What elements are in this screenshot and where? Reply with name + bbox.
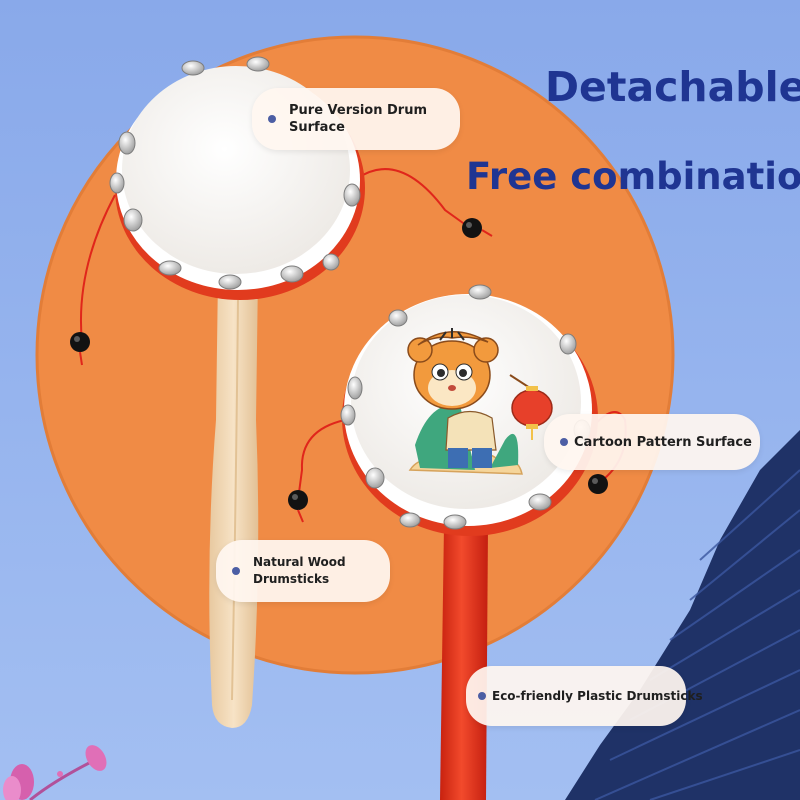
callout-plastic-drumsticks: Eco-friendly Plastic Drumsticks — [466, 666, 703, 726]
callout-dot — [478, 692, 486, 700]
rattle-bead — [288, 490, 308, 510]
callout-label: Pure Version Drum Surface — [289, 103, 428, 135]
callout-dot — [268, 115, 276, 123]
headline-detachable: Detachable — [545, 63, 800, 111]
orange-disc-shade — [35, 35, 675, 675]
callout-cartoon-surface: Cartoon Pattern Surface — [544, 414, 760, 470]
folding-fan — [565, 430, 800, 800]
callout-dot — [560, 438, 568, 446]
callout-wood-drumsticks: Natural Wood Drumsticks — [216, 540, 390, 602]
callout-label: Natural Wood Drumsticks — [253, 555, 346, 586]
flower-decoration — [3, 745, 107, 800]
rattle-bead — [588, 474, 608, 494]
callout-label: Cartoon Pattern Surface — [574, 434, 752, 450]
cartoon-rattle-drum — [288, 284, 627, 800]
callout-label: Eco-friendly Plastic Drumsticks — [492, 688, 703, 703]
headline-free-combination: Free combination — [466, 155, 800, 198]
callout-dot — [232, 567, 240, 575]
tiger-cartoon-illustration — [407, 328, 553, 475]
rattle-bead — [70, 332, 90, 352]
callout-drum-surface: Pure Version Drum Surface — [252, 88, 460, 150]
rattle-bead — [462, 218, 482, 238]
